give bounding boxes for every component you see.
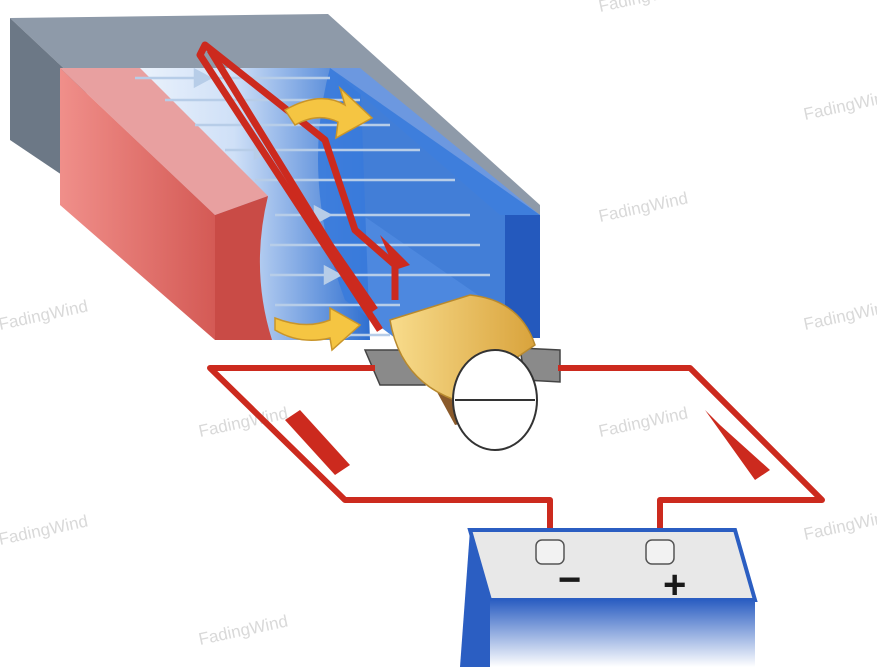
north-pole-front bbox=[60, 68, 215, 340]
watermark-text: FadingWind bbox=[197, 611, 290, 648]
force-arrow-upper bbox=[283, 85, 374, 140]
south-pole-face bbox=[318, 68, 540, 338]
coil-inner-side bbox=[207, 48, 378, 312]
force-arrows bbox=[274, 85, 374, 352]
magnet bbox=[10, 14, 540, 340]
circuit-wire bbox=[558, 365, 825, 545]
watermark-text: FadingWind bbox=[597, 403, 690, 440]
battery-top bbox=[467, 528, 758, 602]
terminal-positive bbox=[645, 539, 675, 565]
watermark-text: FadingWind bbox=[802, 296, 877, 333]
watermark-text: FadingWind bbox=[597, 188, 690, 225]
north-pole-face bbox=[215, 196, 272, 340]
field-arrow-head bbox=[193, 67, 213, 89]
armature-coil bbox=[196, 41, 410, 332]
force-arrow-lower bbox=[274, 306, 362, 352]
commutator-assembly bbox=[363, 294, 561, 451]
watermark-text: FadingWind bbox=[597, 0, 690, 16]
battery: − + bbox=[460, 528, 758, 667]
watermark-text: FadingWind bbox=[802, 506, 877, 543]
north-pole-top bbox=[60, 68, 268, 215]
current-arrow-left bbox=[285, 410, 350, 475]
negative-symbol: − bbox=[558, 558, 581, 602]
field-arrow-head bbox=[323, 264, 343, 286]
battery-front bbox=[490, 600, 755, 667]
battery-body bbox=[460, 530, 490, 667]
watermark-text: FadingWind bbox=[0, 296, 90, 333]
coil-current-arrow bbox=[380, 235, 410, 270]
circuit bbox=[207, 365, 825, 545]
terminal-negative bbox=[535, 539, 565, 565]
watermark-text: FadingWind bbox=[802, 86, 877, 123]
current-arrow-right bbox=[705, 410, 770, 480]
circuit-wire bbox=[207, 365, 553, 545]
watermark-text: FadingWind bbox=[0, 511, 90, 548]
south-pole-end bbox=[505, 215, 540, 338]
positive-symbol: + bbox=[663, 563, 686, 607]
